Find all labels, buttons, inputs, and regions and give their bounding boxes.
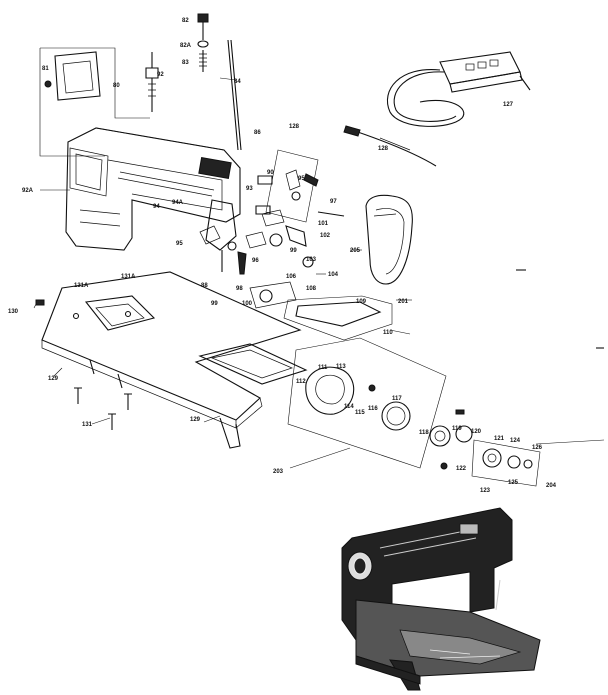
light-cord xyxy=(343,125,437,167)
part-label-121: 121 xyxy=(494,436,505,442)
part-label-118: 118 xyxy=(419,430,429,436)
part-label-101: 101 xyxy=(318,221,329,227)
mounting-screws xyxy=(35,299,465,430)
shuttle-hook-assembly xyxy=(287,337,451,470)
part-label-83: 83 xyxy=(182,60,189,66)
part-label-106: 106 xyxy=(286,274,297,280)
part-label-108: 108 xyxy=(306,286,317,292)
part-label-131a-a: 131A xyxy=(74,283,89,289)
part-label-125: 125 xyxy=(508,480,519,486)
part-label-88: 88 xyxy=(201,283,208,289)
margin-marks xyxy=(516,269,604,349)
part-label-92a: 92A xyxy=(22,188,34,194)
part-label-82a: 82A xyxy=(180,43,192,49)
motor-end-assembly xyxy=(455,425,605,487)
part-label-205: 205 xyxy=(350,248,361,254)
part-label-120: 120 xyxy=(471,429,482,435)
part-label-80: 80 xyxy=(113,83,120,89)
part-label-109: 109 xyxy=(356,299,367,305)
part-label-124: 124 xyxy=(510,438,521,444)
part-label-84: 84 xyxy=(234,79,241,85)
machine-bed xyxy=(41,271,308,449)
part-label-94a: 94A xyxy=(172,200,184,206)
part-labels: 82 82A 83 84 81 80 92 86 127 128 128 92A… xyxy=(8,18,557,494)
part-label-123: 123 xyxy=(480,488,491,494)
part-label-114: 114 xyxy=(344,404,354,410)
needle-presser-assembly xyxy=(199,199,314,275)
part-label-95-b: 95 xyxy=(176,241,183,247)
part-label-113: 113 xyxy=(336,364,346,370)
part-label-100: 100 xyxy=(242,301,253,307)
part-label-81: 81 xyxy=(42,66,49,72)
part-label-131: 131 xyxy=(82,422,93,428)
part-label-99: 99 xyxy=(290,248,297,254)
part-label-129-a: 129 xyxy=(48,376,59,382)
part-label-119: 119 xyxy=(452,426,462,432)
part-label-97: 97 xyxy=(330,199,337,205)
assembled-machine-inset xyxy=(341,507,541,691)
part-label-129-b: 129 xyxy=(190,417,201,423)
stitch-regulator-knob xyxy=(145,52,159,112)
machine-head-arm xyxy=(65,127,241,251)
face-cover-plate xyxy=(39,47,150,157)
foot-controller xyxy=(386,51,531,127)
spool-pin-assembly xyxy=(197,13,242,151)
part-label-82: 82 xyxy=(182,18,189,24)
part-label-128-b: 128 xyxy=(378,146,389,152)
side-face-cover xyxy=(365,194,413,285)
part-label-90: 90 xyxy=(267,170,274,176)
part-label-201: 201 xyxy=(398,299,409,305)
part-label-103: 103 xyxy=(306,257,317,263)
part-label-111: 111 xyxy=(318,365,328,371)
part-label-131a-b: 131A xyxy=(121,274,136,280)
part-label-130: 130 xyxy=(8,309,19,315)
part-label-96: 96 xyxy=(252,258,259,264)
part-label-115: 115 xyxy=(355,410,365,416)
part-label-110: 110 xyxy=(383,330,393,336)
part-label-128-a: 128 xyxy=(289,124,300,130)
part-label-116: 116 xyxy=(368,406,378,412)
part-label-93: 93 xyxy=(246,186,253,192)
part-label-112: 112 xyxy=(296,379,306,385)
part-label-104: 104 xyxy=(328,272,339,278)
thread-tension-bracket xyxy=(255,149,345,223)
part-label-99-b: 99 xyxy=(211,301,218,307)
slide-plate xyxy=(249,281,393,341)
part-label-86: 86 xyxy=(254,130,261,136)
part-label-204: 204 xyxy=(546,483,557,489)
part-label-126: 126 xyxy=(532,445,543,451)
part-label-98: 98 xyxy=(236,286,243,292)
part-label-95-a: 95 xyxy=(298,176,305,182)
leader-lines xyxy=(33,189,412,469)
part-label-122: 122 xyxy=(456,466,467,472)
part-label-127: 127 xyxy=(503,102,514,108)
part-label-203: 203 xyxy=(273,469,284,475)
part-label-117: 117 xyxy=(392,396,402,402)
part-label-92: 92 xyxy=(157,72,164,78)
part-label-94: 94 xyxy=(153,204,160,210)
part-label-102: 102 xyxy=(320,233,331,239)
